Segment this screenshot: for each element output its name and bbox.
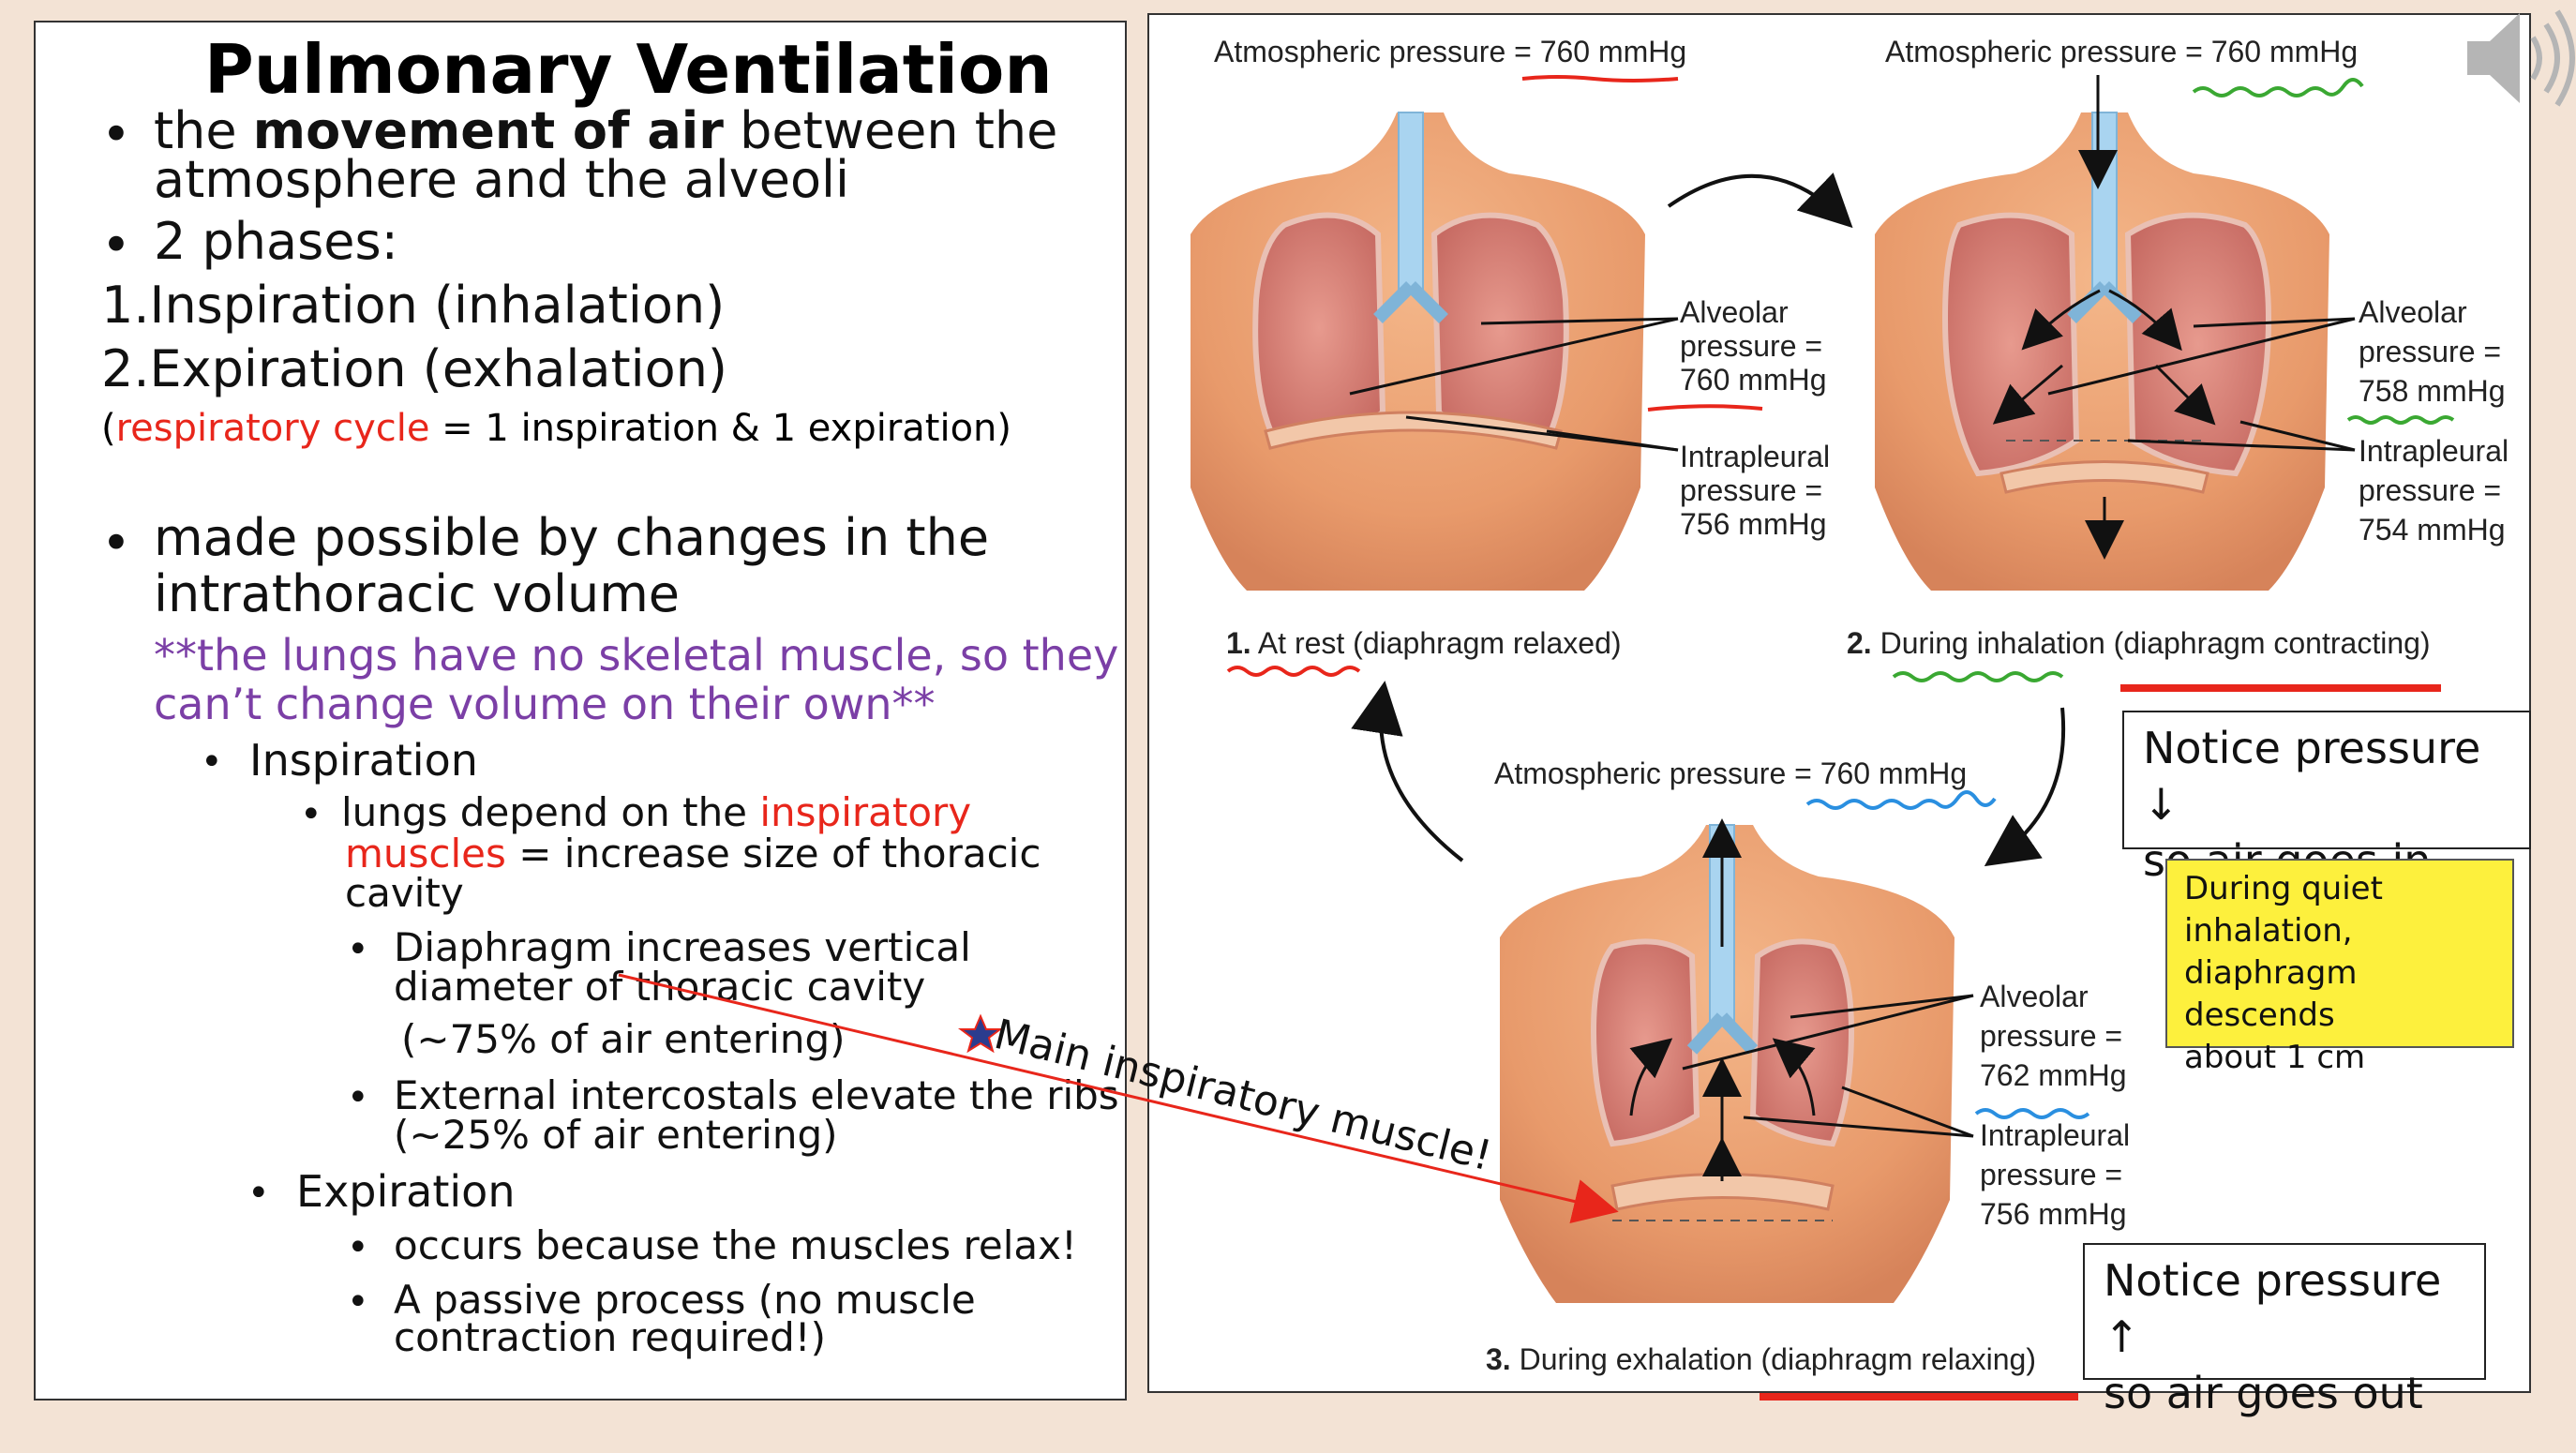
caption-inhalation: 2. During inhalation (diaphragm contract… xyxy=(1847,626,2431,660)
speaker-icon[interactable] xyxy=(2467,9,2575,107)
underline-atm-3 xyxy=(1805,790,1997,810)
bullet-dot: • xyxy=(347,928,369,971)
inspiration-label: Inspiration xyxy=(249,735,478,786)
slide-title: Pulmonary Ventilation xyxy=(204,30,1053,109)
passive-line2: contraction required!) xyxy=(394,1314,826,1360)
text-panel: Pulmonary Ventilation • the movement of … xyxy=(34,21,1127,1401)
underline-caption-2 xyxy=(1892,671,2064,682)
atm-pressure-exhalation: Atmospheric pressure = 760 mmHg xyxy=(1494,756,1968,790)
bullet-dot: • xyxy=(101,514,131,573)
inspiratory-muscles-line1: lungs depend on the inspiratory xyxy=(341,789,972,835)
inspiratory-muscles-line3: cavity xyxy=(345,870,464,916)
diaphragm-line2: diameter of thoracic cavity xyxy=(394,964,926,1010)
leader-lines-exhalation xyxy=(1629,818,1974,1181)
torso-exhalation xyxy=(1500,824,1954,1303)
lungs-note-line1: **the lungs have no skeletal muscle, so … xyxy=(154,630,1119,681)
caption-exhalation: 3. During exhalation (diaphragm relaxing… xyxy=(1486,1342,2036,1376)
annotation-arrow xyxy=(618,973,1619,1224)
phase-inspiration: 1.Inspiration (inhalation) xyxy=(101,276,726,335)
respiratory-cycle-definition: (respiratory cycle = 1 inspiration & 1 e… xyxy=(101,407,1011,450)
torso-inhalation xyxy=(1875,112,2329,591)
bullet-movement-line2: atmosphere and the alveoli xyxy=(154,150,850,209)
diaphragm-line1: Diaphragm increases vertical xyxy=(394,924,971,970)
underline-atm-2 xyxy=(2192,78,2364,97)
underline-alveolar-2 xyxy=(2346,415,2455,425)
passive-line1: A passive process (no muscle xyxy=(394,1277,976,1323)
torso-rest xyxy=(1191,112,1645,591)
caption-rest: 1. At rest (diaphragm relaxed) xyxy=(1226,626,1622,660)
bullet-dot: • xyxy=(201,741,223,784)
bullet-dot: • xyxy=(347,1281,369,1324)
bullet-dot: • xyxy=(101,216,131,275)
expiration-label: Expiration xyxy=(296,1166,516,1217)
bullet-phases: 2 phases: xyxy=(154,212,398,271)
bullet-dot: • xyxy=(347,1226,369,1269)
bullet-movement-line1: the movement of air between the xyxy=(154,101,1058,160)
atm-pressure-inhalation: Atmospheric pressure = 760 mmHg xyxy=(1885,35,2359,68)
leader-lines-inhalation xyxy=(1992,75,2356,560)
cycle-arrows xyxy=(1351,172,2066,867)
bullet-dot: • xyxy=(347,1076,369,1119)
muscles-relax: occurs because the muscles relax! xyxy=(394,1222,1077,1268)
bullet-dot: • xyxy=(247,1172,270,1215)
inspiratory-muscles-line2: muscles = increase size of thoracic xyxy=(345,831,1041,876)
underline-alveolar-3 xyxy=(1974,1108,2090,1119)
diaphragm-line3: (~75% of air entering) xyxy=(401,1016,846,1062)
underline-atm-1 xyxy=(1521,75,1679,82)
notice-pressure-down: Notice pressure ↓so air goes in xyxy=(2122,711,2531,886)
notice-pressure-up: Notice pressure ↑so air goes out xyxy=(2083,1243,2486,1418)
lungs-note-line2: can’t change volume on their own** xyxy=(154,679,936,729)
phase-expiration: 2.Expiration (exhalation) xyxy=(101,339,727,398)
underline-alveolar-1 xyxy=(1647,404,1763,412)
bullet-volume-line1: made possible by changes in the xyxy=(154,508,990,567)
underline-caption-1 xyxy=(1226,666,1361,677)
atm-pressure-rest: Atmospheric pressure = 760 mmHg xyxy=(1214,35,1687,68)
leader-lines-rest xyxy=(1349,317,1679,452)
intercostals-line1: External intercostals elevate the ribs xyxy=(394,1072,1119,1118)
bullet-dot: • xyxy=(300,793,322,836)
intercostals-line2: (~25% of air entering) xyxy=(394,1112,838,1158)
star-icon xyxy=(958,1013,1003,1054)
bullet-dot: • xyxy=(101,105,131,164)
bullet-volume-line2: intrathoracic volume xyxy=(154,564,681,623)
